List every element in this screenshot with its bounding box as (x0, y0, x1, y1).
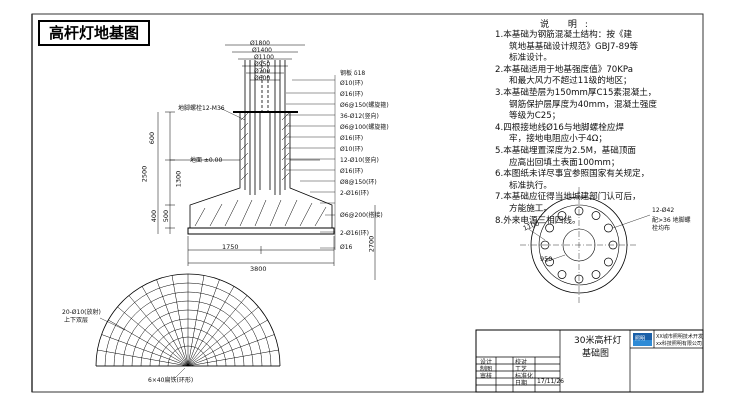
tb-row: 制图 (480, 366, 493, 373)
dim-2700: 2700 (367, 235, 376, 253)
dim-500: 500 (162, 209, 171, 223)
company-name: xx科技照明有限公司 (656, 341, 702, 347)
dim-d600: Ø600 (254, 75, 271, 82)
tb-row: 工艺 (515, 366, 528, 373)
note-line: 和最大风力不超过11级的地区； (509, 76, 632, 87)
radial-rebar-label: 上下双层 (64, 317, 89, 324)
label-rebar: 2-Ø16(环) (340, 230, 370, 237)
dim-d1800: Ø1800 (250, 40, 270, 47)
dim-d1400: Ø1400 (252, 47, 272, 54)
label-rebar: Ø16(环) (340, 168, 364, 175)
note-line: 标准执行。 (509, 180, 552, 191)
label-rebar: 36-Ø12(竖向) (340, 113, 379, 120)
dim-400: 400 (150, 209, 159, 223)
label-rebar: Ø16(环) (340, 91, 364, 98)
plan-bolt-note: 栓均布 (652, 225, 671, 232)
project-name: 30米高杆灯 (574, 336, 622, 346)
drawing-name: 基础图 (582, 349, 610, 359)
note-line: 方能施工。 (509, 203, 552, 214)
dim-3800: 3800 (250, 265, 267, 273)
note-line: 2.本基础适用于地基强度值》70KPa (495, 64, 633, 75)
dim-1750: 1750 (222, 243, 239, 251)
dim-2500: 2500 (140, 165, 149, 183)
note-line: 标准设计。 (509, 53, 552, 64)
note-line: 7.本基础应征得当地城建部门认可后， (495, 192, 641, 203)
label-rebar: Ø8@150(环) (340, 179, 377, 186)
tb-date: 17/11/26 (537, 378, 564, 385)
label-anchor-bolt: 地脚螺栓12-M36 (178, 105, 225, 112)
note-line: 1.本基础为钢筋混凝土结构：按《建 (495, 30, 633, 40)
label-rebar: Ø16(环) (340, 135, 364, 142)
label-rebar: Ø16 (340, 244, 353, 251)
plan-bolt-note: 12-Ø42 (652, 207, 675, 214)
company-name: XX城市照明技术开发 (656, 334, 703, 340)
ring-label: 6×40扁铁(环形) (148, 377, 194, 384)
notes-list: 1.本基础为钢筋混凝土结构：按《建 筑地基基础设计规范》GBJ7-89等 标准设… (495, 30, 685, 227)
note-line: 6.本图纸未详尽事宜参照国家有关规定， (495, 169, 650, 180)
dim-d700: Ø700 (254, 68, 271, 75)
label-rebar: Ø10(环) (340, 80, 364, 87)
dim-1300: 1300 (174, 170, 183, 188)
label-steel-plate: 钢板 δ18 (340, 70, 366, 77)
label-rebar: 12-Ø10(竖向) (340, 157, 379, 164)
tb-row: 日期 (515, 380, 528, 387)
plan-dim-950: 950 (540, 255, 553, 263)
radial-rebar-plan (95, 273, 281, 379)
foundation-elevation (157, 44, 376, 280)
tb-row: 标准化 (515, 373, 534, 380)
company-logo (633, 333, 652, 346)
label-rebar: Ø10(环) (340, 146, 364, 153)
title-block (475, 329, 704, 393)
bolt-circle-plan (520, 187, 651, 303)
note-line: 5.本基础埋置深度为2.5M，基础顶面 (495, 145, 637, 156)
tb-row: 审核 (480, 373, 493, 380)
drawing-title: 高杆灯地基图 (38, 20, 150, 46)
dim-600: 600 (148, 131, 157, 145)
tb-row: 校对 (515, 359, 528, 366)
label-rebar: Ø6@150(螺旋箍) (340, 102, 389, 109)
note-line: 应高出回填土表面100mm； (509, 157, 620, 168)
note-line: 3.本基础垫层为150mm厚C15素混凝土， (495, 87, 657, 98)
logo-text: 照明 (635, 336, 646, 342)
note-line: 钢筋保护层厚度为40mm，混凝土强度 (509, 99, 657, 110)
note-line: 8.外来电源三相四线。 (495, 215, 581, 226)
tb-row: 设计 (480, 359, 493, 366)
note-line: 等级为C25； (509, 111, 561, 122)
label-rebar: Ø6@100(螺旋箍) (340, 124, 389, 131)
radial-rebar-label: 20-Ø10(放射) (62, 309, 101, 316)
notes-heading: 说 明: (540, 20, 596, 30)
label-rebar: 2-Ø16(环) (340, 190, 370, 197)
label-rebar: Ø6@200(搭接) (340, 212, 383, 219)
dim-d950: Ø950 (254, 61, 271, 68)
note-line: 4.四根接地线Ø16与地脚螺栓应焊 (495, 122, 625, 133)
dim-d1100: Ø1100 (254, 54, 274, 61)
note-line: 牢，接地电阻应小于4Ω； (509, 134, 607, 145)
plan-bolt-note: 配>36 地脚螺 (652, 217, 691, 224)
note-line: 筑地基基础设计规范》GBJ7-89等 (509, 41, 639, 52)
label-ground: 地面 ±0.00 (190, 157, 223, 164)
